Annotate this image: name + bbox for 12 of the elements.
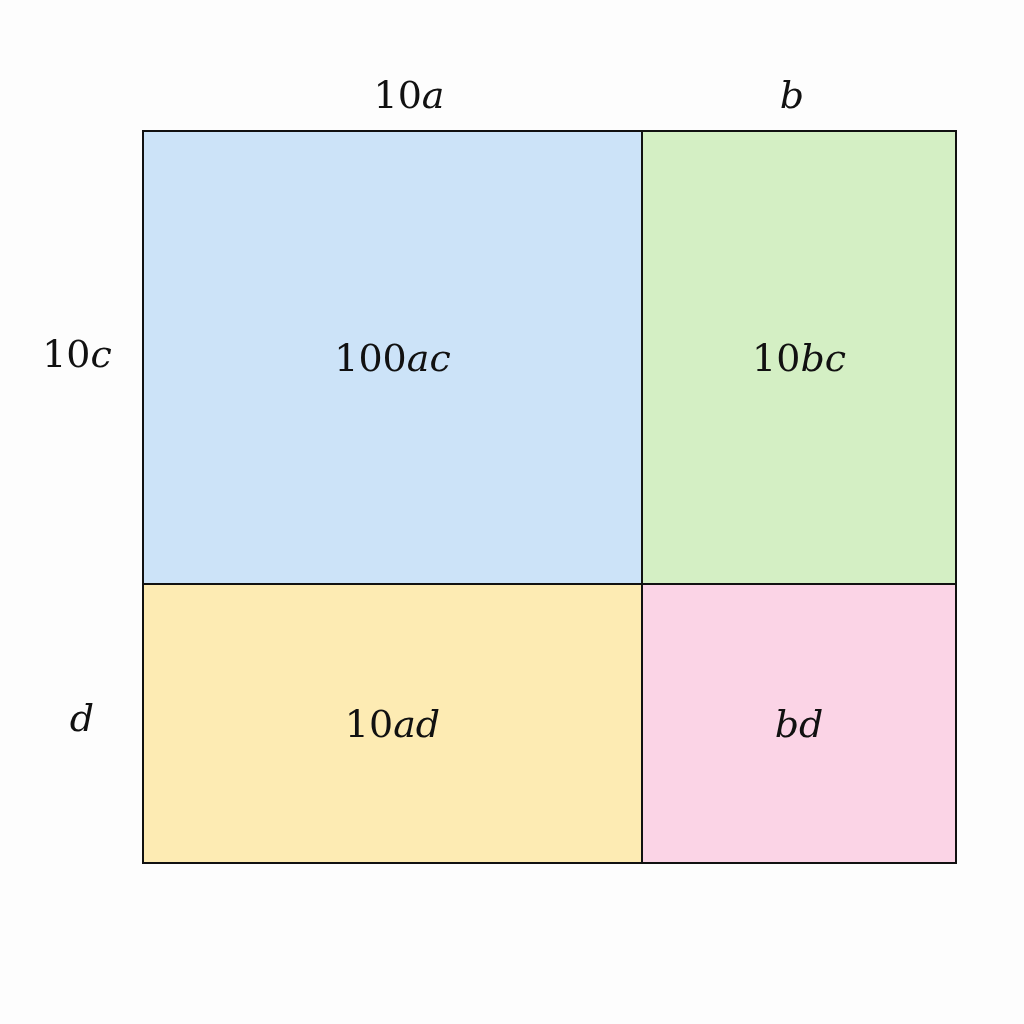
area-expression: 10bc (752, 335, 846, 380)
area-rectangle (641, 583, 957, 864)
side-length-label: d (69, 696, 95, 740)
area-rectangle (142, 130, 643, 585)
side-length-label: 10a (373, 73, 445, 117)
area-rectangle (142, 583, 643, 864)
area-expression: 100ac (334, 335, 451, 380)
area-expression: 10ad (344, 701, 441, 746)
side-length-label: 10c (42, 332, 112, 376)
area-expression: bd (774, 701, 824, 746)
area-rectangle (641, 130, 957, 585)
side-length-label: b (779, 73, 805, 117)
